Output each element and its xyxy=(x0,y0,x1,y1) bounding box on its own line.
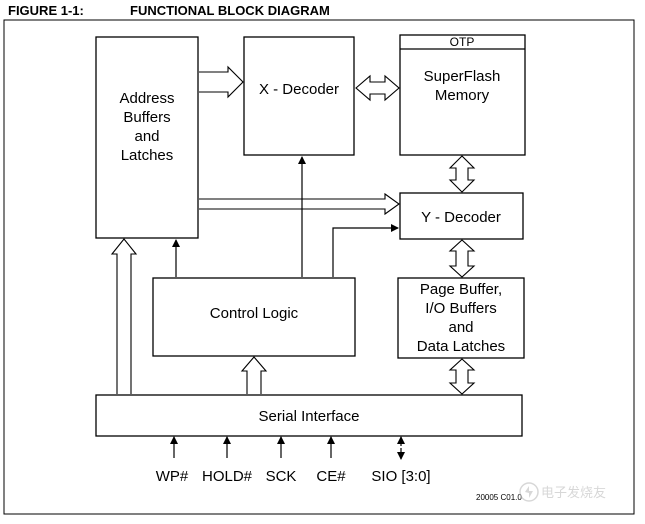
diagram-frame xyxy=(3,19,635,515)
serial-to-control-arrow xyxy=(240,356,268,394)
address-label-line-2: Buffers xyxy=(123,109,170,126)
ydecoder-label: Y - Decoder xyxy=(421,209,501,226)
watermark-logo: 电子发烧友 xyxy=(519,482,606,502)
pagebuffer-label-line-4: Data Latches xyxy=(417,338,505,355)
control-logic-block xyxy=(152,277,356,357)
figure-ref-code: 20005 C01.0 xyxy=(476,493,522,502)
superflash-label-line-2: Memory xyxy=(435,87,490,104)
xdecoder-label: X - Decoder xyxy=(259,81,339,98)
x-decoder-block xyxy=(243,36,355,156)
pin-sck-label: SCK xyxy=(266,468,297,485)
address-to-ydecoder-arrow xyxy=(199,192,400,216)
pagebuffer-label-line-2: I/O Buffers xyxy=(425,300,496,317)
superflash-block xyxy=(399,34,526,156)
figure-title: FUNCTIONAL BLOCK DIAGRAM xyxy=(130,3,330,18)
address-label-line-4: Latches xyxy=(121,147,174,164)
serial-to-address-arrow xyxy=(110,238,138,394)
figure-label: FIGURE 1-1: xyxy=(8,3,84,18)
pin-ce-label: CE# xyxy=(316,468,346,485)
serial-interface-block xyxy=(95,394,523,437)
memory-ydecoder-arrow xyxy=(448,155,476,193)
pin-hold-label: HOLD# xyxy=(202,468,253,485)
superflash-label-line-1: SuperFlash xyxy=(424,68,501,85)
address-buffers-block xyxy=(95,36,199,239)
address-label-line-3: and xyxy=(134,128,159,145)
pin-sio-label: SIO [3:0] xyxy=(371,468,430,485)
pin-wp-label: WP# xyxy=(156,468,189,485)
otp-label: OTP xyxy=(450,35,475,49)
xdecoder-memory-arrow xyxy=(355,74,400,102)
control-to-ydecoder-arrow xyxy=(332,224,399,277)
address-label-line-1: Address xyxy=(119,90,174,107)
serial-interface-label: Serial Interface xyxy=(259,408,360,425)
pagebuffer-label-line-3: and xyxy=(448,319,473,336)
watermark-text: 电子发烧友 xyxy=(541,485,606,501)
y-decoder-block xyxy=(399,192,524,240)
pagebuffer-label-line-1: Page Buffer, xyxy=(420,281,502,298)
address-to-xdecoder-arrow xyxy=(199,65,244,99)
pagebuffer-serial-arrow xyxy=(448,358,476,395)
control-logic-label: Control Logic xyxy=(210,305,299,322)
ydecoder-pagebuffer-arrow xyxy=(448,239,476,278)
page-buffer-block xyxy=(397,277,525,359)
